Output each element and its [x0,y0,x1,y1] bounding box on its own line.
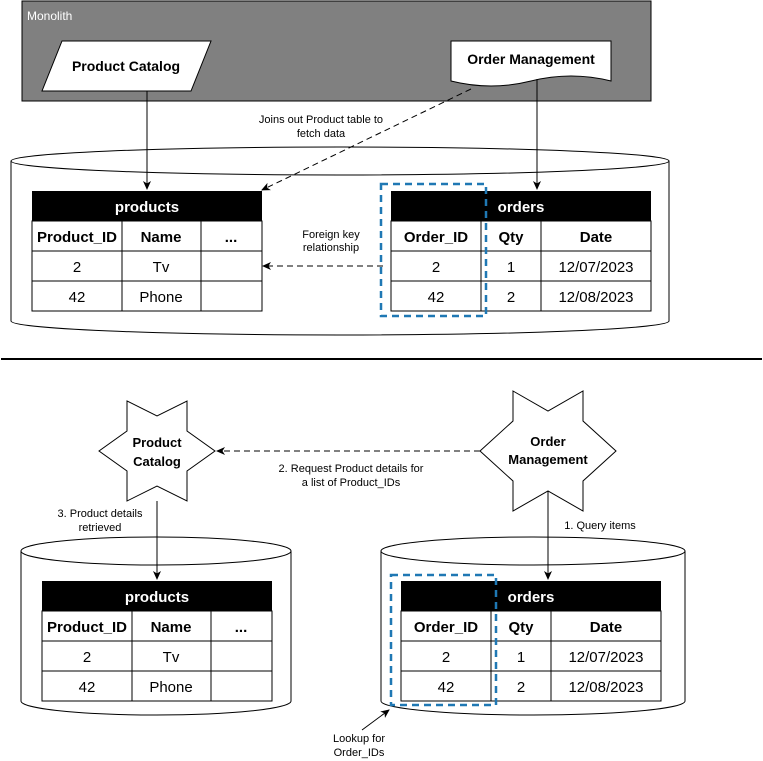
lookup-note-line1: Lookup for [333,733,385,745]
monolith-orders-table: orders Order_ID Qty Date 2 1 12/07/2023 … [390,191,652,312]
retrieved-note-line1: 3. Product details [58,508,143,520]
table-cell: 1 [507,259,515,276]
table-cell: 2 [73,259,81,276]
col-header: Date [590,619,623,636]
order-management-label: Order Management [467,51,595,67]
table-cell: 1 [517,649,525,666]
order-management-shape [450,40,612,87]
table-cell: Phone [139,289,182,306]
order-id-highlight [379,182,488,318]
table-cell: 2 [442,649,450,666]
join-note-line2: fetch data [297,128,346,140]
table-cell: 12/07/2023 [568,649,643,666]
query-note: 1. Query items [564,520,636,532]
product-database-rim [20,550,292,566]
table-cell: 42 [69,289,86,306]
orders-table-title: orders [498,199,545,216]
fk-note-line1: Foreign key [302,229,360,241]
table-cell: 42 [438,679,455,696]
fk-note-line2: relationship [303,242,359,254]
order-database-rim [380,550,686,566]
product-catalog-service-star [98,400,216,502]
request-note-line2: a list of Product_IDs [302,477,401,489]
service-orders-table: orders Order_ID Qty Date 2 1 12/07/2023 … [400,581,662,702]
monolith-database-rim [10,160,670,176]
product-catalog-shape [41,40,212,92]
table-cell: Phone [149,679,192,696]
col-header: Qty [508,619,534,636]
table-cell: 12/07/2023 [558,259,633,276]
col-header: Qty [498,229,524,246]
product-catalog-service-label-2: Catalog [133,454,181,469]
monolith-products-table: products Product_ID Name ... 2 Tv 42 Pho… [31,191,263,312]
order-management-service-label-1: Order [530,434,565,449]
col-header: Order_ID [414,619,478,636]
retrieved-note-line2: retrieved [79,522,122,534]
product-catalog-service-label-1: Product [132,435,182,450]
table-cell: 2 [83,649,91,666]
table-cell: 2 [432,259,440,276]
col-header: Product_ID [37,229,117,246]
lookup-note-line2: Order_IDs [334,747,385,759]
order-id-lookup-highlight [389,573,498,707]
product-catalog-label: Product Catalog [72,58,180,74]
col-header: Date [580,229,613,246]
join-dashed-arrow [261,88,472,191]
col-header: Product_ID [47,619,127,636]
products-table-title: products [115,199,179,216]
request-note-line1: 2. Request Product details for [279,463,424,475]
join-note-line1: Joins out Product table to [259,114,383,126]
table-cell: Tv [153,259,170,276]
col-header: Name [151,619,192,636]
lookup-arrow [361,709,390,731]
order-management-service-label-2: Management [508,452,588,467]
col-header: ... [225,229,238,246]
table-cell: 12/08/2023 [568,679,643,696]
orders-table-title: orders [508,589,555,606]
col-header: ... [235,619,248,636]
table-cell: 12/08/2023 [558,289,633,306]
table-cell: 42 [428,289,445,306]
monolith-label: Monolith [27,9,72,23]
service-products-table: products Product_ID Name ... 2 Tv 42 Pho… [41,581,273,702]
products-table-title: products [125,589,189,606]
table-cell: 42 [79,679,96,696]
table-cell: Tv [163,649,180,666]
col-header: Name [141,229,182,246]
col-header: Order_ID [404,229,468,246]
table-cell: 2 [517,679,525,696]
table-cell: 2 [507,289,515,306]
